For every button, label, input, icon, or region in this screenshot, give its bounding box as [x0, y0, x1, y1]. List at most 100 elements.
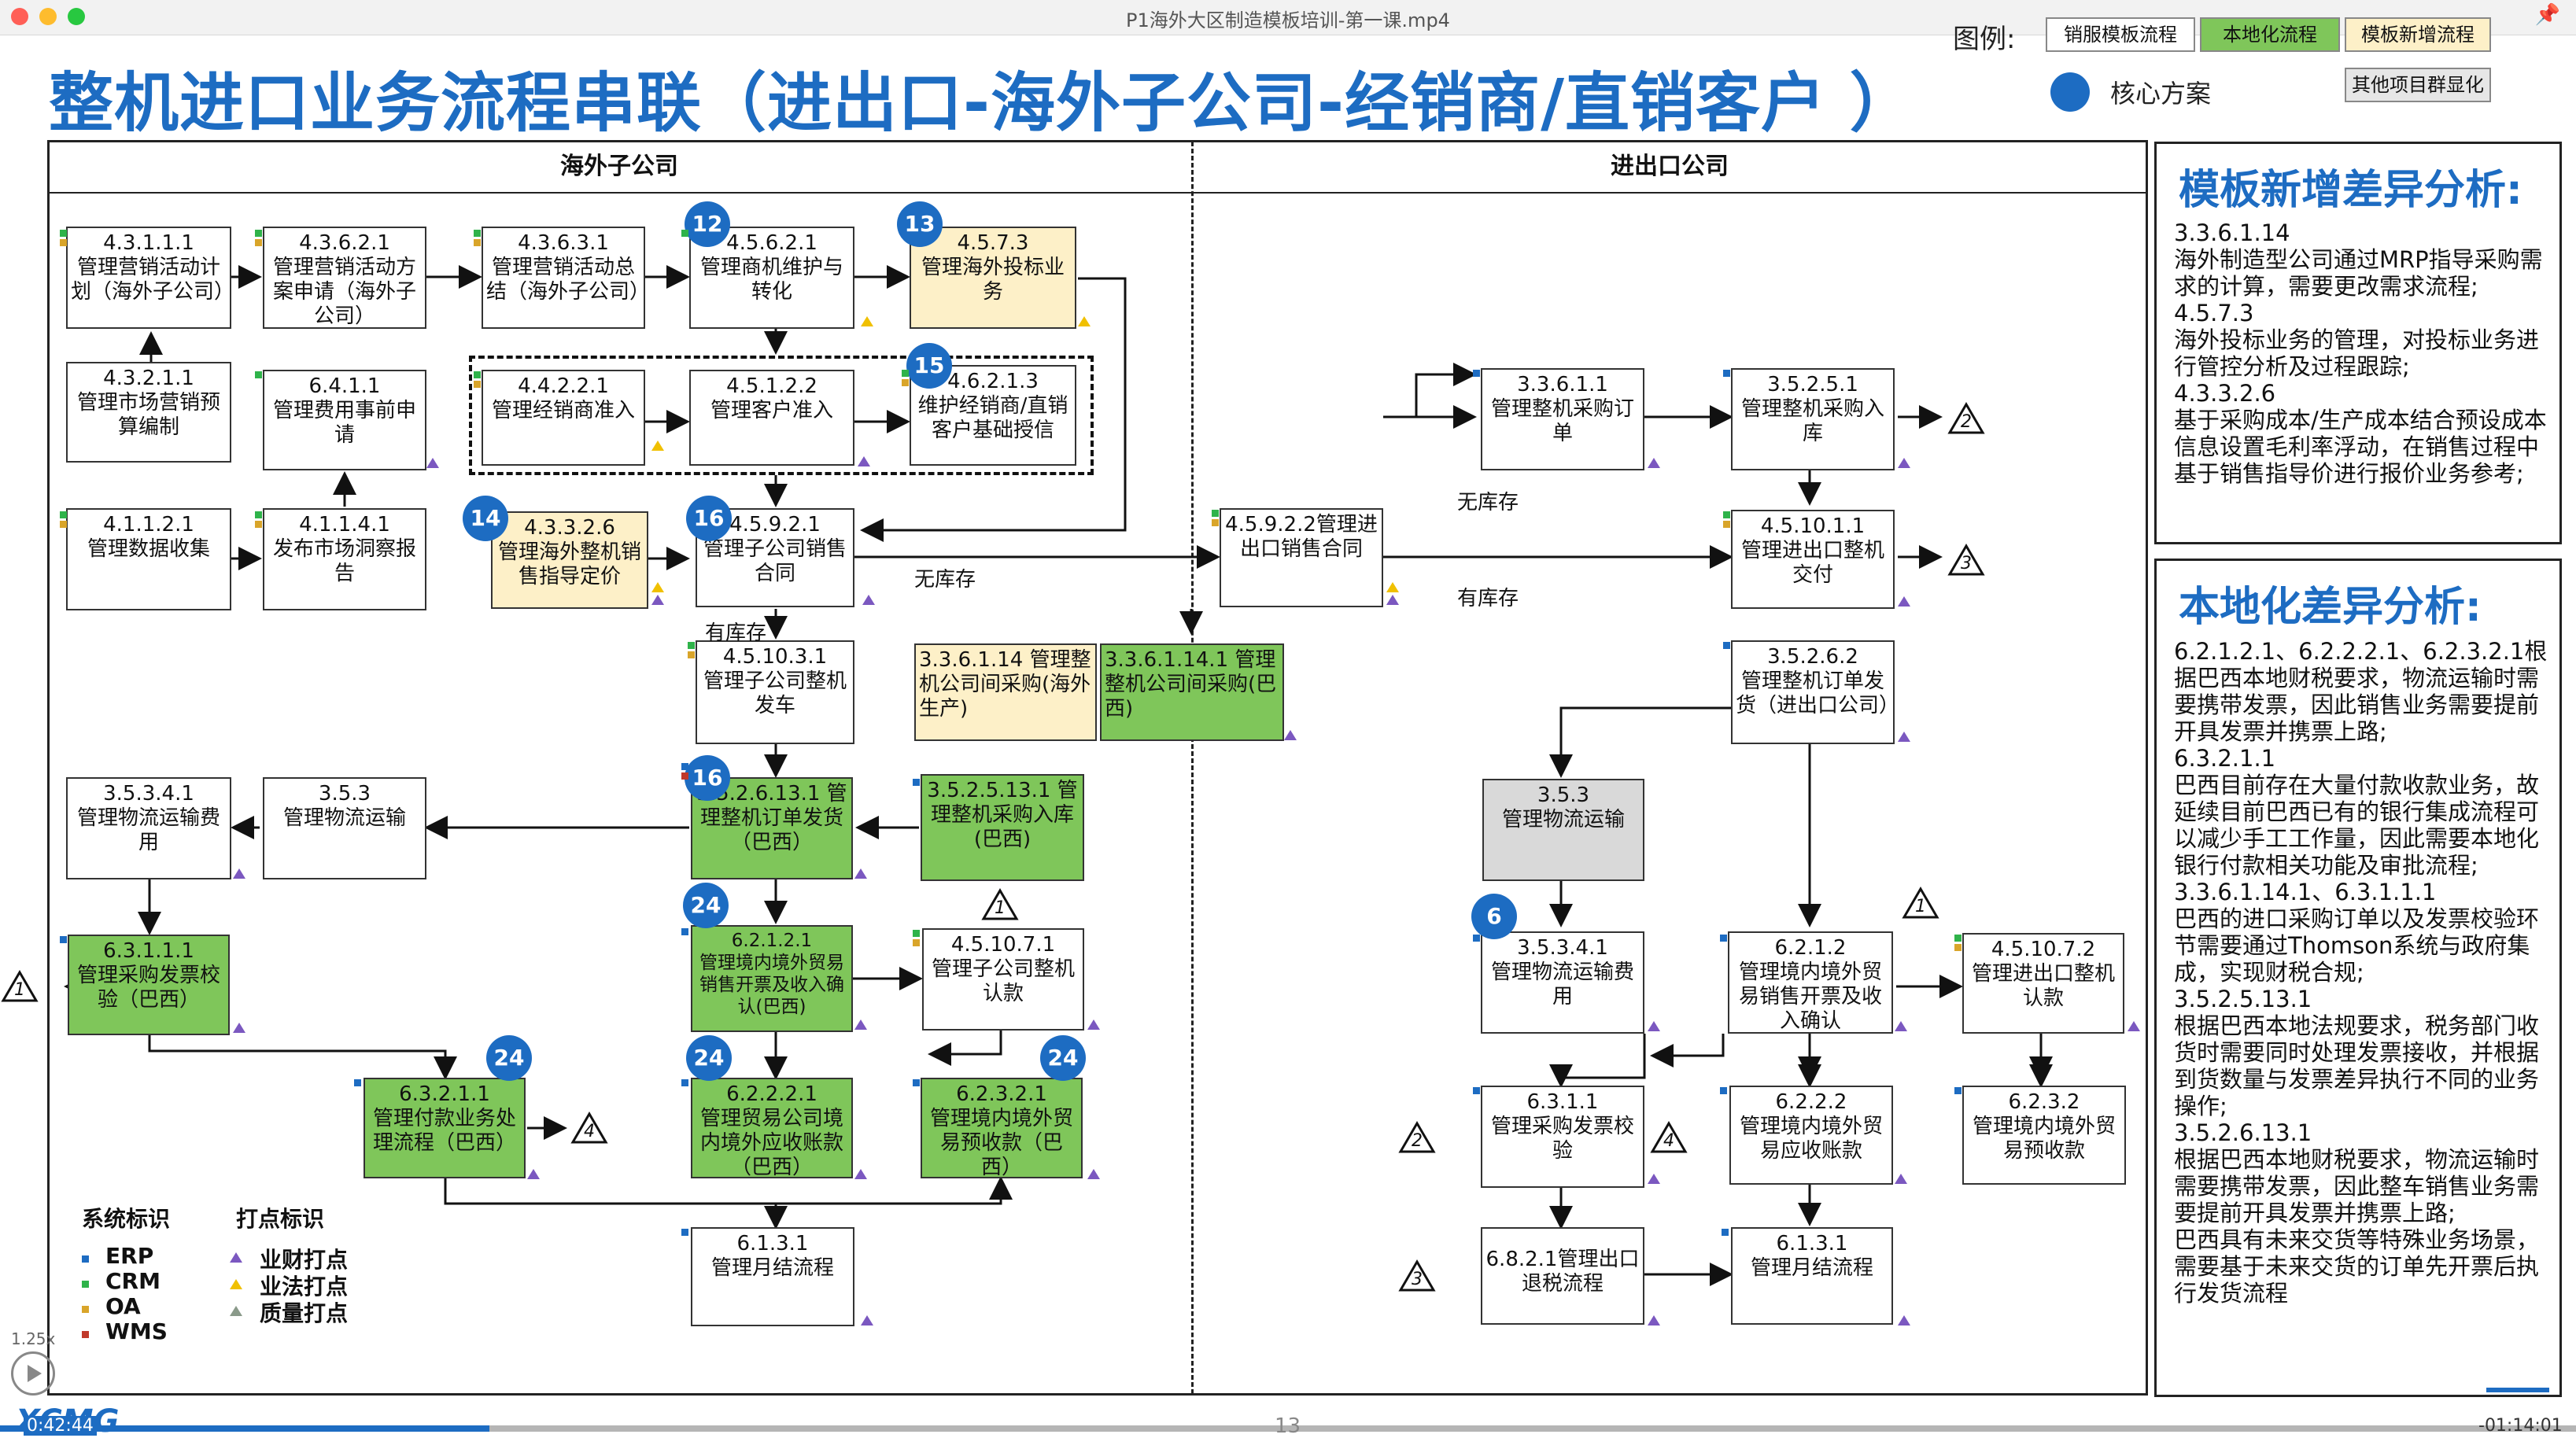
- process-box[interactable]: 6.8.2.1管理出口退税流程: [1481, 1227, 1644, 1325]
- point-legend-title: 打点标识: [236, 1206, 325, 1232]
- oa-marker: [474, 381, 481, 388]
- finance-legend-marker: [230, 1252, 242, 1263]
- crm-marker: [681, 230, 688, 237]
- progress-fill: [0, 1425, 490, 1432]
- flow-label-no-stock: 无库存: [1457, 491, 1519, 514]
- core-solution-dot: [2050, 72, 2090, 112]
- core-badge: 16: [685, 755, 730, 801]
- wms-legend-marker: [82, 1331, 89, 1338]
- oa-marker: [1954, 944, 1962, 951]
- oa-marker: [1723, 521, 1730, 528]
- core-badge: 16: [686, 496, 732, 541]
- page-number: 13: [1275, 1414, 1301, 1438]
- header-divider: [47, 192, 2148, 194]
- crm-marker: [255, 371, 262, 378]
- play-button[interactable]: [11, 1351, 55, 1396]
- finance-point-marker: [527, 1169, 540, 1179]
- crm-marker: [913, 930, 920, 937]
- process-box-new-template[interactable]: 3.3.6.1.14 管理整机公司间采购(海外生产): [914, 643, 1097, 741]
- connector-mark: 3: [1397, 1259, 1437, 1293]
- finance-point-marker: [854, 1019, 867, 1030]
- process-box[interactable]: 4.5.9.2.2管理进出口销售合同: [1220, 508, 1383, 607]
- legend-local-flow: 本地化流程: [2200, 17, 2340, 52]
- erp-marker: [1723, 642, 1730, 649]
- connector-mark: 3: [1947, 543, 1986, 577]
- pin-icon[interactable]: 📌: [2534, 3, 2560, 27]
- wms-legend-label: WMS: [105, 1318, 168, 1344]
- diagram-frame: [47, 140, 2148, 1396]
- core-badge: 14: [463, 496, 508, 541]
- time-remaining: -01:14:01: [2478, 1416, 2563, 1436]
- volume-slider[interactable]: [2486, 1388, 2549, 1392]
- finance-legend-label: 业财打点: [260, 1247, 349, 1273]
- legal-legend-label: 业法打点: [260, 1274, 349, 1300]
- column-header-import-export: 进出口公司: [1611, 153, 1729, 180]
- erp-marker: [681, 928, 688, 935]
- column-divider: [1191, 142, 1194, 1394]
- flow-label-in-stock: 有库存: [705, 621, 767, 645]
- finance-point-marker: [1087, 1169, 1100, 1179]
- minimize-window-button[interactable]: [39, 8, 57, 25]
- erp-marker: [681, 1229, 688, 1236]
- process-box-local[interactable]: 3.3.6.1.14.1 管理整机公司间采购(巴西): [1100, 643, 1284, 741]
- core-badge: 24: [686, 1035, 732, 1081]
- process-box-local[interactable]: 3.5.2.5.13.1 管理整机采购入库(巴西): [921, 774, 1084, 881]
- finance-point-marker: [861, 1315, 873, 1325]
- finance-point-marker: [2128, 1021, 2140, 1031]
- system-legend-title: 系统标识: [82, 1206, 171, 1232]
- maximize-window-button[interactable]: [68, 8, 85, 25]
- template-diff-text: 3.3.6.1.14 海外制造型公司通过MRP指导采购需求的计算，需要更改需求流…: [2174, 219, 2547, 487]
- oa-legend-label: OA: [105, 1293, 141, 1319]
- finance-point-marker: [426, 458, 439, 468]
- finance-point-marker: [858, 456, 870, 466]
- column-header-subsidiary: 海外子公司: [560, 153, 678, 180]
- close-window-button[interactable]: [11, 8, 28, 25]
- page-title: 整机进口业务流程串联（进出口-海外子公司-经销商/直销客户 ）: [49, 66, 1915, 141]
- playback-speed[interactable]: 1.25x: [11, 1329, 56, 1348]
- legal-point-marker: [651, 441, 664, 451]
- core-badge: 15: [906, 343, 952, 389]
- template-diff-panel: 模板新增差异分析: 3.3.6.1.14 海外制造型公司通过MRP指导采购需求的…: [2154, 142, 2562, 544]
- finance-point-marker: [854, 1169, 867, 1179]
- crm-legend-marker: [82, 1281, 89, 1288]
- finance-point-marker: [233, 1023, 245, 1033]
- process-box-local[interactable]: 3.5.2.6.13.1 管理整机订单发货（巴西）: [691, 777, 853, 879]
- core-badge: 24: [683, 883, 729, 928]
- progress-bar[interactable]: [0, 1425, 2576, 1432]
- connector-mark: 1: [980, 887, 1020, 922]
